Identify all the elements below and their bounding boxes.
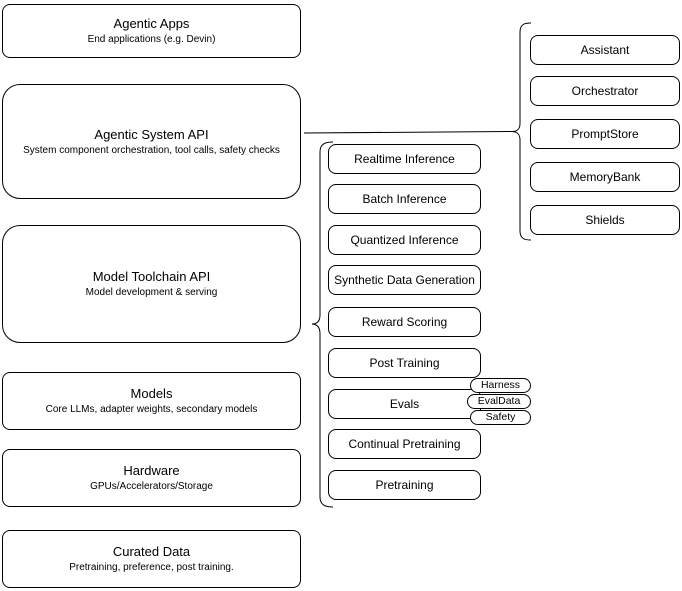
node-hardware: Hardware GPUs/Accelerators/Storage: [2, 449, 301, 507]
node-curated-data: Curated Data Pretraining, preference, po…: [2, 530, 301, 588]
node-evals: Evals: [328, 389, 481, 419]
node-label: Shields: [585, 213, 625, 227]
node-label: Orchestrator: [571, 84, 639, 98]
node-label: PromptStore: [571, 127, 639, 141]
node-synthetic-data-generation: Synthetic Data Generation: [328, 265, 481, 295]
node-subtitle: GPUs/Accelerators/Storage: [90, 481, 213, 492]
tag-evaldata: EvalData: [467, 394, 531, 409]
node-title: Model Toolchain API: [92, 269, 211, 284]
node-orchestrator: Orchestrator: [530, 76, 680, 106]
node-subtitle: Pretraining, preference, post training.: [69, 562, 234, 573]
node-label: Reward Scoring: [361, 315, 448, 329]
node-pretraining: Pretraining: [328, 470, 481, 500]
node-quantized-inference: Quantized Inference: [328, 225, 481, 255]
tag-safety: Safety: [470, 410, 531, 425]
node-subtitle: Model development & serving: [85, 287, 218, 298]
node-models: Models Core LLMs, adapter weights, secon…: [2, 372, 301, 430]
node-post-training: Post Training: [328, 348, 481, 378]
node-title: Curated Data: [112, 544, 191, 559]
node-title: Agentic Apps: [113, 16, 190, 31]
node-subtitle: Core LLMs, adapter weights, secondary mo…: [45, 404, 258, 415]
system-group-brace: [511, 22, 532, 241]
node-memorybank: MemoryBank: [530, 162, 680, 192]
node-batch-inference: Batch Inference: [328, 184, 481, 214]
node-realtime-inference: Realtime Inference: [328, 144, 481, 174]
connector-api-to-system-group: [303, 131, 513, 134]
node-label: MemoryBank: [569, 170, 641, 184]
node-reward-scoring: Reward Scoring: [328, 307, 481, 337]
node-subtitle: End applications (e.g. Devin): [87, 34, 216, 45]
node-label: Assistant: [580, 43, 630, 57]
node-label: Continual Pretraining: [348, 437, 461, 451]
node-title: Agentic System API: [94, 126, 209, 142]
tag-harness: Harness: [470, 378, 531, 393]
node-label: Evals: [389, 397, 420, 411]
node-agentic-apps: Agentic Apps End applications (e.g. Devi…: [2, 4, 301, 58]
node-assistant: Assistant: [530, 35, 680, 65]
node-label: Post Training: [369, 356, 440, 370]
node-label: Quantized Inference: [350, 233, 459, 247]
node-label: Realtime Inference: [354, 152, 455, 166]
tag-label: EvalData: [477, 395, 521, 407]
node-title: Models: [130, 386, 173, 401]
tag-label: Safety: [485, 411, 516, 423]
node-agentic-system-api: Agentic System API System component orch…: [2, 84, 301, 199]
node-label: Pretraining: [375, 478, 434, 492]
node-promptstore: PromptStore: [530, 119, 680, 149]
node-shields: Shields: [530, 205, 680, 235]
node-title: Hardware: [123, 463, 180, 478]
node-label: Batch Inference: [362, 192, 447, 206]
node-label: Synthetic Data Generation: [334, 273, 475, 287]
node-model-toolchain-api: Model Toolchain API Model development & …: [2, 225, 301, 343]
tag-label: Harness: [480, 379, 521, 391]
node-continual-pretraining: Continual Pretraining: [328, 429, 481, 459]
node-subtitle: System component orchestration, tool cal…: [23, 144, 280, 156]
